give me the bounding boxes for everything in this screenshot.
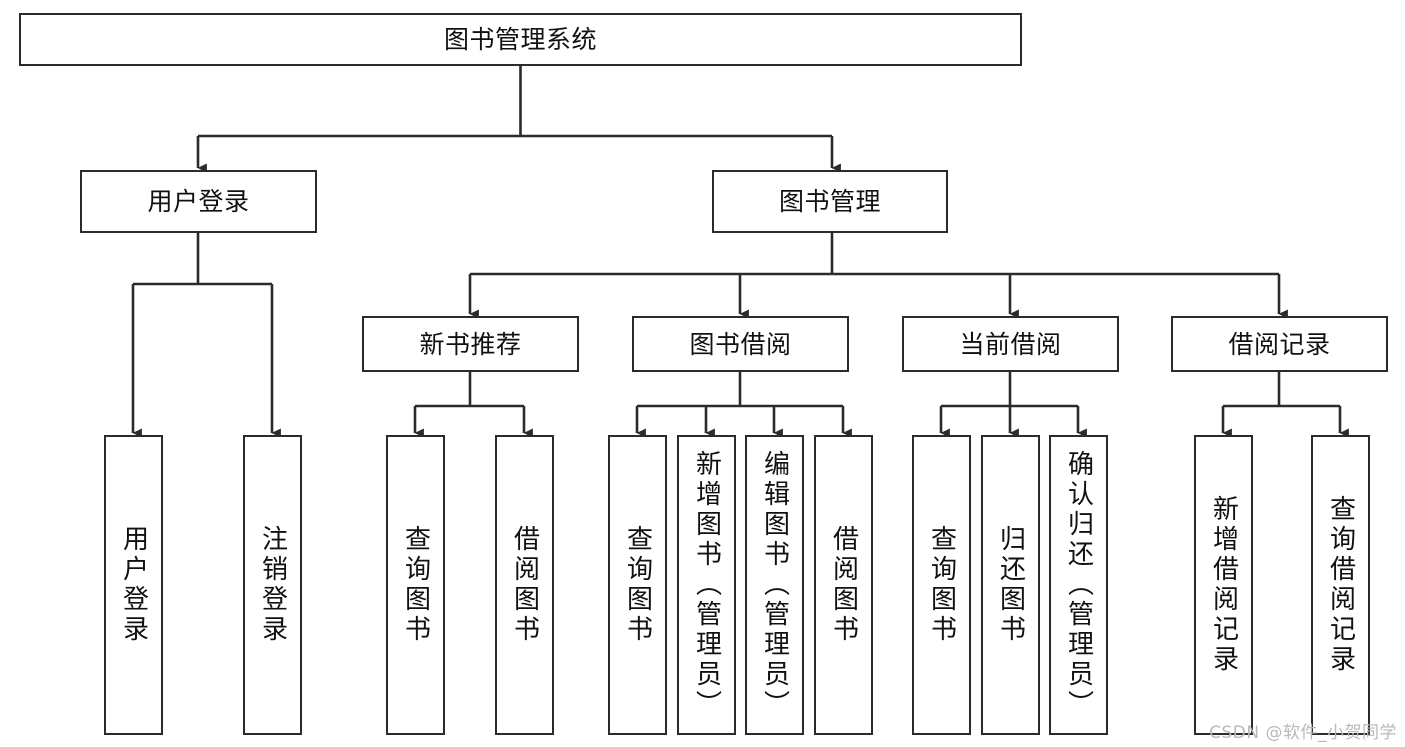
node-label: 新增图书（管理员） <box>691 450 722 720</box>
node-label: 借阅记录 <box>1228 329 1331 359</box>
leaf-new-book-query[interactable]: 查询图书 <box>386 435 445 735</box>
leaf-borrow-add-book-admin[interactable]: 新增图书（管理员） <box>677 435 736 735</box>
node-label: 用户登录 <box>118 525 149 645</box>
node-current-borrow[interactable]: 当前借阅 <box>902 316 1119 372</box>
node-label: 查询图书 <box>926 525 957 645</box>
node-label: 图书管理系统 <box>443 25 597 54</box>
node-label: 借阅图书 <box>828 525 859 645</box>
node-book-borrow[interactable]: 图书借阅 <box>632 316 849 372</box>
watermark-text: CSDN @软件_小贺同学 <box>1209 723 1397 743</box>
leaf-current-confirm-return-admin[interactable]: 确认归还（管理员） <box>1049 435 1108 735</box>
leaf-record-query-record[interactable]: 查询借阅记录 <box>1311 435 1370 735</box>
node-label: 用户登录 <box>147 187 250 216</box>
leaf-borrow-borrow-book[interactable]: 借阅图书 <box>814 435 873 735</box>
node-label: 注销登录 <box>257 525 288 645</box>
node-label: 新增借阅记录 <box>1208 495 1239 675</box>
node-label: 新书推荐 <box>419 329 522 359</box>
node-label: 查询图书 <box>400 525 431 645</box>
node-label: 查询借阅记录 <box>1325 495 1356 675</box>
leaf-current-query-book[interactable]: 查询图书 <box>912 435 971 735</box>
leaf-new-book-borrow[interactable]: 借阅图书 <box>495 435 554 735</box>
leaf-borrow-edit-book-admin[interactable]: 编辑图书（管理员） <box>745 435 804 735</box>
node-label: 图书管理 <box>778 187 881 216</box>
node-label: 图书借阅 <box>689 329 792 359</box>
node-label: 确认归还（管理员） <box>1063 450 1094 720</box>
node-root-system[interactable]: 图书管理系统 <box>19 13 1022 66</box>
node-label: 查询图书 <box>622 525 653 645</box>
node-book-management[interactable]: 图书管理 <box>712 170 948 233</box>
node-label: 借阅图书 <box>509 525 540 645</box>
node-new-book-recommend[interactable]: 新书推荐 <box>362 316 579 372</box>
node-label: 当前借阅 <box>959 329 1062 359</box>
leaf-record-add-record[interactable]: 新增借阅记录 <box>1194 435 1253 735</box>
node-label: 编辑图书（管理员） <box>759 450 790 720</box>
leaf-borrow-query-book[interactable]: 查询图书 <box>608 435 667 735</box>
leaf-current-return-book[interactable]: 归还图书 <box>981 435 1040 735</box>
leaf-user-login-logout[interactable]: 注销登录 <box>243 435 302 735</box>
node-label: 归还图书 <box>995 525 1026 645</box>
leaf-user-login-login[interactable]: 用户登录 <box>104 435 163 735</box>
node-user-login[interactable]: 用户登录 <box>80 170 317 233</box>
node-borrow-record[interactable]: 借阅记录 <box>1171 316 1388 372</box>
